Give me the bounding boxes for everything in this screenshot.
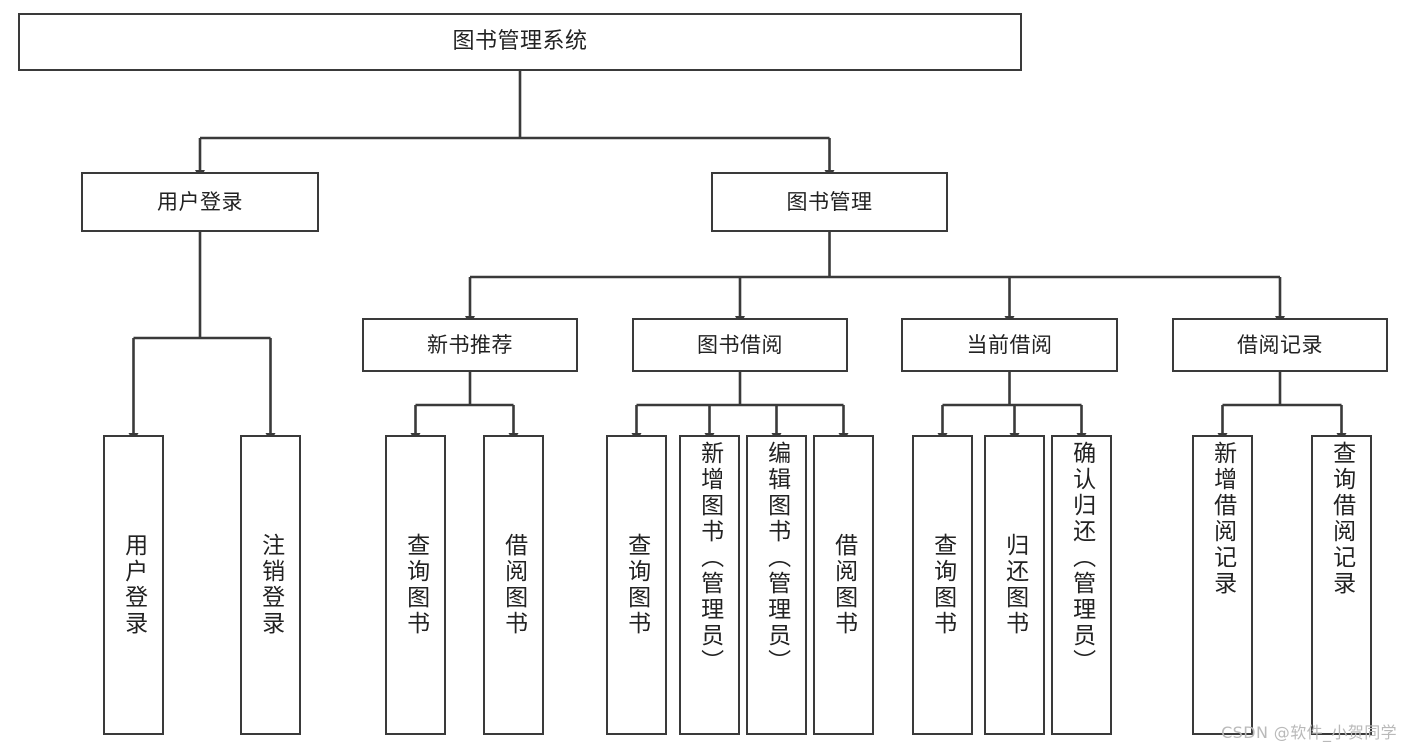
node-book-manage[interactable]: 图书管理 [711, 172, 948, 232]
node-leaf-borrow-book-1[interactable]: 借阅图书 [483, 435, 544, 735]
node-label: 图书管理系统 [452, 29, 588, 55]
node-leaf-logout[interactable]: 注销登录 [240, 435, 301, 735]
node-leaf-confirm-return[interactable]: 确认归还（管理员） [1051, 435, 1112, 735]
node-current-borrow[interactable]: 当前借阅 [901, 318, 1118, 372]
node-leaf-query-book-3[interactable]: 查询图书 [912, 435, 973, 735]
node-leaf-borrow-book-2[interactable]: 借阅图书 [813, 435, 874, 735]
node-label: 归还图书 [1001, 533, 1028, 637]
node-label: 用户登录 [157, 189, 243, 214]
node-book-borrow[interactable]: 图书借阅 [632, 318, 848, 372]
node-label: 查询借阅记录 [1328, 441, 1355, 597]
node-leaf-query-book-2[interactable]: 查询图书 [606, 435, 667, 735]
node-label: 新增图书（管理员） [696, 441, 723, 675]
node-label: 新书推荐 [427, 332, 513, 357]
node-leaf-add-record[interactable]: 新增借阅记录 [1192, 435, 1253, 735]
node-leaf-add-book[interactable]: 新增图书（管理员） [679, 435, 740, 735]
node-label: 用户登录 [120, 533, 147, 637]
node-leaf-query-record[interactable]: 查询借阅记录 [1311, 435, 1372, 735]
node-label: 图书管理 [786, 189, 873, 214]
node-new-book-rec[interactable]: 新书推荐 [362, 318, 578, 372]
node-label: 借阅记录 [1237, 332, 1323, 357]
node-user-login[interactable]: 用户登录 [81, 172, 319, 232]
node-label: 借阅图书 [830, 533, 857, 637]
node-label: 查询图书 [402, 533, 429, 637]
connector-edges [128, 71, 1347, 442]
node-label: 确认归还（管理员） [1068, 441, 1095, 675]
node-borrow-record[interactable]: 借阅记录 [1172, 318, 1388, 372]
node-leaf-user-login[interactable]: 用户登录 [103, 435, 164, 735]
node-root[interactable]: 图书管理系统 [18, 13, 1022, 71]
node-label: 当前借阅 [966, 332, 1053, 357]
node-label: 编辑图书（管理员） [763, 441, 790, 675]
node-leaf-query-book-1[interactable]: 查询图书 [385, 435, 446, 735]
watermark: CSDN @软件_小贺同学 [1221, 723, 1397, 742]
node-label: 查询图书 [929, 533, 956, 637]
node-label: 查询图书 [623, 533, 650, 637]
node-label: 新增借阅记录 [1209, 441, 1236, 597]
node-label: 注销登录 [257, 533, 284, 637]
node-leaf-return-book[interactable]: 归还图书 [984, 435, 1045, 735]
node-label: 图书借阅 [697, 332, 783, 357]
node-leaf-edit-book[interactable]: 编辑图书（管理员） [746, 435, 807, 735]
node-label: 借阅图书 [500, 533, 527, 637]
